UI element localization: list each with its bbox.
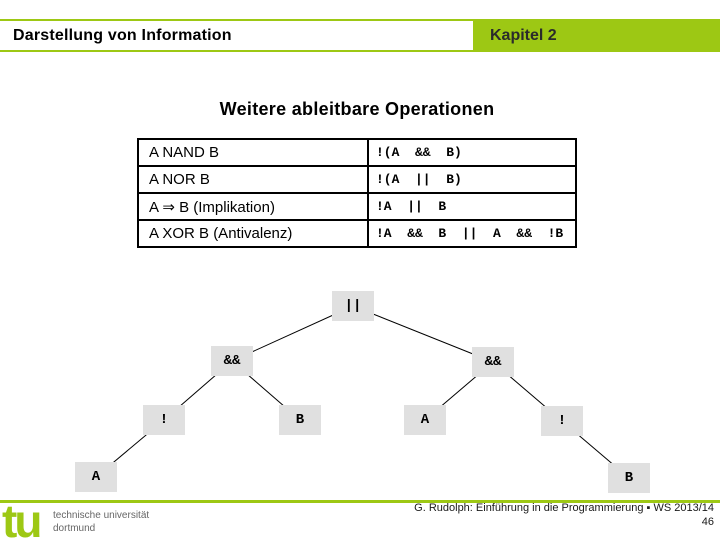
- operation-cell: A NAND B: [137, 138, 369, 167]
- tree-node-or-root: ||: [332, 291, 374, 321]
- chapter-badge: Kapitel 2: [473, 21, 720, 50]
- tu-dortmund-logo: tu: [2, 495, 42, 540]
- tree-node-b-leaf: B: [608, 463, 650, 493]
- tree-node-and-left: &&: [211, 346, 253, 376]
- operation-cell: A ⇒ B (Implikation): [137, 192, 369, 221]
- expression-cell: !(A && B): [367, 138, 577, 167]
- header-bar: Darstellung von Information Kapitel 2: [0, 19, 720, 52]
- operations-table: A NAND B !(A && B) A NOR B !(A || B) A ⇒…: [137, 138, 577, 248]
- table-row: A XOR B (Antivalenz) !A && B || A && !B: [137, 219, 577, 248]
- logo-text: technische universität dortmund: [53, 509, 149, 535]
- page-number: 46: [701, 515, 714, 528]
- table-row: A NOR B !(A || B): [137, 165, 577, 194]
- footer-divider: [0, 500, 720, 503]
- logo-text-line1: technische universität: [53, 510, 150, 521]
- operation-cell: A XOR B (Antivalenz): [137, 219, 369, 248]
- table-row: A ⇒ B (Implikation) !A || B: [137, 192, 577, 221]
- table-row: A NAND B !(A && B): [137, 138, 577, 167]
- tree-node-a-right: A: [404, 405, 446, 435]
- header-title: Darstellung von Information: [13, 27, 232, 44]
- logo-text-line2: dortmund: [53, 523, 96, 534]
- footer-credit: G. Rudolph: Einführung in die Programmie…: [414, 502, 714, 514]
- tree-node-and-right: &&: [472, 347, 514, 377]
- tree-node-a-leaf: A: [75, 462, 117, 492]
- tree-node-not-right: !: [541, 406, 583, 436]
- footer-credit-block: G. Rudolph: Einführung in die Programmie…: [414, 502, 714, 529]
- tree-node-b-left: B: [279, 405, 321, 435]
- tree-node-not-left: !: [143, 405, 185, 435]
- expression-cell: !(A || B): [367, 165, 577, 194]
- slide-title: Weitere ableitbare Operationen: [219, 99, 495, 119]
- expression-cell: !A || B: [367, 192, 577, 221]
- operation-cell: A NOR B: [137, 165, 369, 194]
- expression-cell: !A && B || A && !B: [367, 219, 577, 248]
